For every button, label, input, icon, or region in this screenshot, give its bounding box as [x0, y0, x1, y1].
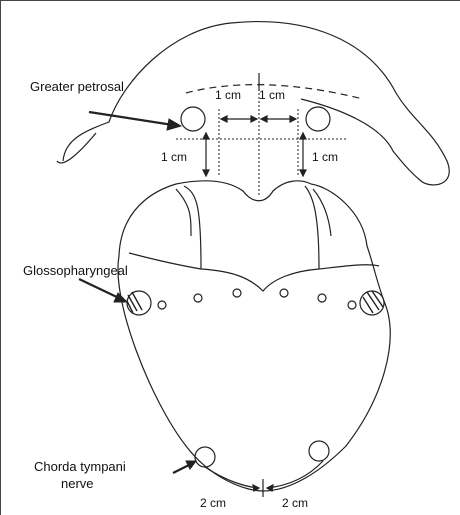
- greater-petrosal-left-site: [181, 107, 205, 131]
- pointer-arrows: [79, 112, 196, 473]
- palate-outline: [63, 22, 449, 185]
- chorda-tympani-right-site: [309, 441, 329, 461]
- measure-bottom-left: 2 cm: [200, 496, 226, 510]
- glossopharyngeal-label: Glossopharyngeal: [23, 264, 128, 278]
- measure-top-right-vertical: 1 cm: [312, 150, 338, 164]
- measure-top-left-horizontal: 1 cm: [215, 88, 241, 102]
- greater-petrosal-label: Greater petrosal: [30, 80, 124, 94]
- sulcus-terminalis: [201, 269, 319, 291]
- circumvallate-papillae: [158, 289, 356, 309]
- chorda-tympani-label-line2: nerve: [61, 477, 94, 491]
- tongue-outline: [118, 184, 390, 491]
- chorda-tympani-label-line1: Chorda tympani: [34, 460, 126, 474]
- chorda-tympani-left-site: [195, 447, 215, 467]
- pharyngeal-arch: [176, 181, 311, 201]
- measure-top-right-horizontal: 1 cm: [259, 88, 285, 102]
- tonsil-right: [319, 265, 379, 269]
- measure-bottom-right: 2 cm: [282, 496, 308, 510]
- greater-petrosal-right-site: [306, 107, 330, 131]
- tonsil-left: [129, 253, 201, 269]
- vertical-measure-arrows: [203, 133, 306, 176]
- measure-top-left-vertical: 1 cm: [161, 150, 187, 164]
- glossopharyngeal-left-site: [127, 291, 151, 315]
